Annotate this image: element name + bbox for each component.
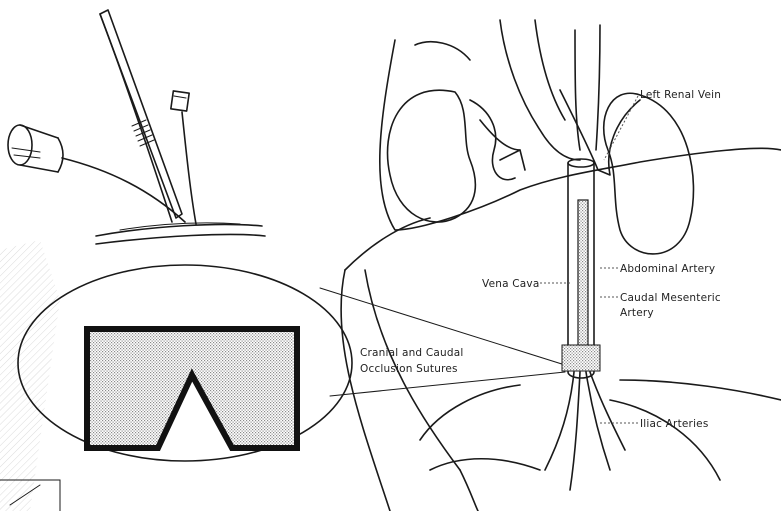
iliac-branches	[545, 372, 625, 490]
label-abdominal-artery: Abdominal Artery	[620, 263, 715, 275]
label-caudal-mesenteric-artery: Artery	[620, 307, 654, 319]
catheter-cylinder-end	[8, 125, 32, 165]
label-sutures-line1: Cranial and Caudal	[360, 347, 463, 359]
instruments-illustration	[8, 10, 265, 244]
label-vena-cava: Vena Cava	[482, 278, 539, 290]
suture-patch	[87, 329, 297, 448]
inset-leader-bottom	[330, 372, 565, 396]
renal-vein	[560, 90, 640, 175]
label-left-renal-vein: Left Renal Vein	[640, 89, 721, 101]
kidney-left	[388, 90, 476, 222]
forceps	[100, 10, 182, 218]
needle-hub	[171, 91, 189, 111]
catheter-line	[62, 158, 185, 222]
magnified-inset	[18, 265, 352, 461]
background-hatch	[0, 240, 60, 511]
label-iliac-arteries: Iliac Arteries	[640, 418, 709, 430]
label-caudal-mesenteric: Caudal Mesenteric	[620, 292, 721, 304]
label-sutures-line2: Occlusion Sutures	[360, 363, 458, 375]
suture-site	[562, 345, 600, 371]
kidney-right	[604, 93, 694, 254]
needle-shaft	[182, 112, 196, 224]
